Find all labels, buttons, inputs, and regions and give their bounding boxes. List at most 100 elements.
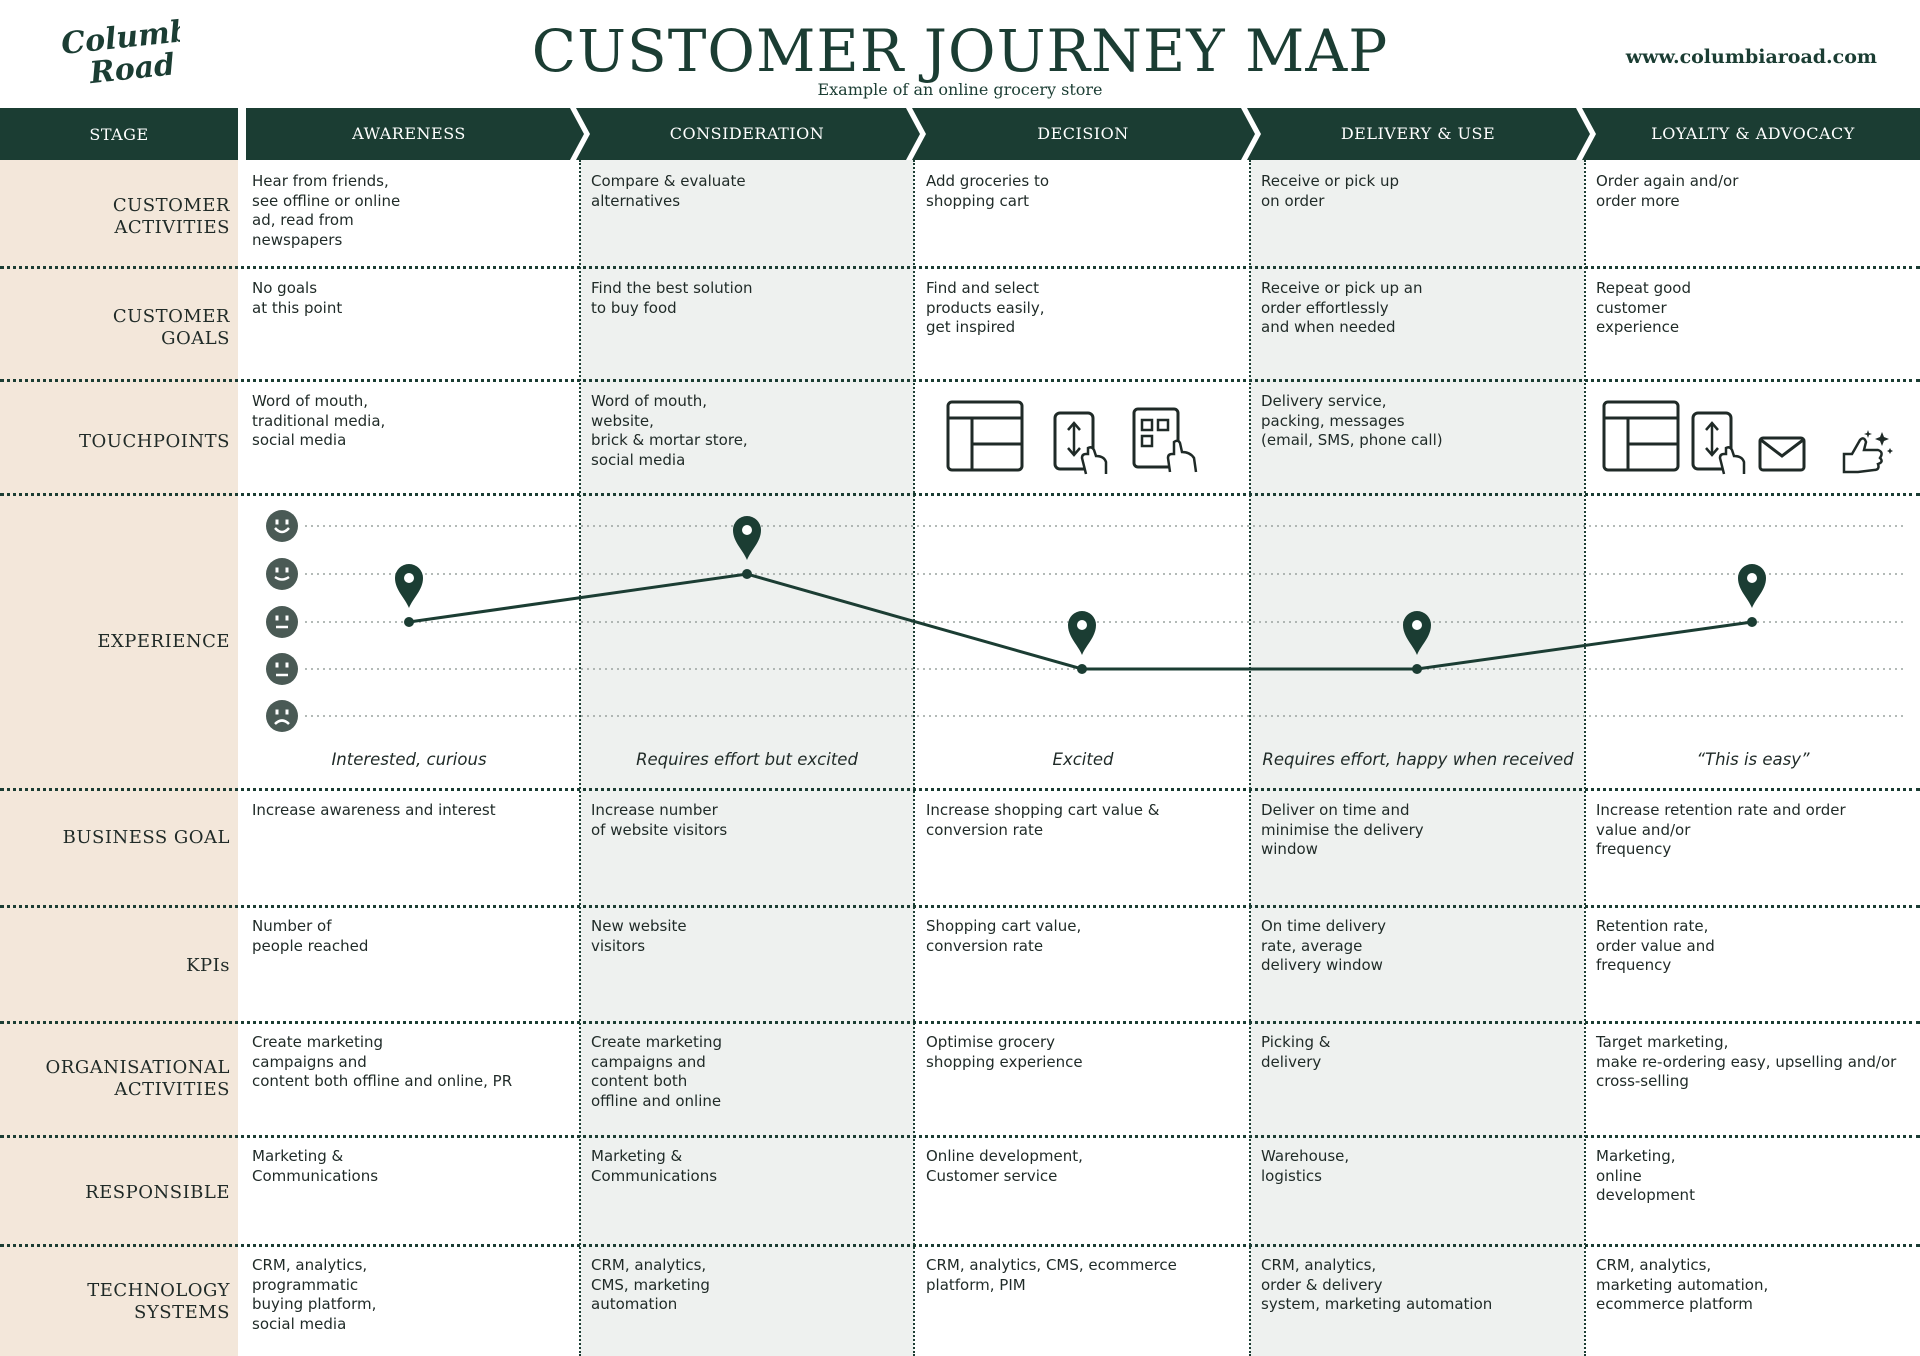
row-label-organisational-activities: ORGANISATIONAL ACTIVITIES bbox=[45, 1057, 230, 1100]
stage-consideration: CONSIDERATION bbox=[669, 124, 825, 143]
row-label-customer-goals: CUSTOMER GOALS bbox=[112, 306, 230, 349]
experience-point bbox=[404, 617, 414, 627]
cell-goals-delivery: Receive or pick up an order effortlessly… bbox=[1261, 279, 1423, 336]
column-divider bbox=[913, 160, 915, 1356]
cell-goals-loyalty: Repeat good customer experience bbox=[1596, 279, 1691, 336]
cell-org-delivery: Picking & delivery bbox=[1261, 1033, 1331, 1071]
cell-touchpoints-consideration: Word of mouth, website, brick & mortar s… bbox=[591, 392, 748, 469]
column-divider bbox=[1249, 160, 1251, 1356]
cell-kpis-delivery: On time delivery rate, average delivery … bbox=[1261, 917, 1386, 974]
row-label-kpis: KPIs bbox=[186, 955, 230, 976]
location-pin-hole bbox=[1077, 620, 1087, 630]
location-pin-icon bbox=[395, 564, 423, 608]
row-divider bbox=[0, 788, 1920, 791]
cell-kpis-consideration: New website visitors bbox=[591, 917, 687, 955]
row-label-customer-activities: CUSTOMER ACTIVITIES bbox=[112, 195, 230, 238]
face-slightly-unhappy-icon bbox=[266, 653, 298, 685]
cell-technology-delivery: CRM, analytics, order & delivery system,… bbox=[1261, 1256, 1493, 1313]
mobile-swipe-icon bbox=[1691, 411, 1746, 475]
experience-point bbox=[1077, 664, 1087, 674]
location-pin-icon bbox=[733, 516, 761, 560]
face-happy-icon bbox=[266, 558, 298, 590]
delivery-column-shade bbox=[1250, 160, 1584, 1356]
experience-points bbox=[395, 516, 1766, 674]
stage-arrow-bar bbox=[246, 108, 1920, 160]
cell-responsible-awareness: Marketing & Communications bbox=[252, 1147, 379, 1185]
row-label-experience: EXPERIENCE bbox=[97, 631, 230, 652]
experience-caption-awareness: Interested, curious bbox=[331, 750, 487, 769]
cell-technology-awareness: CRM, analytics, programmatic buying plat… bbox=[252, 1256, 377, 1333]
cell-goals-awareness: No goals at this point bbox=[252, 279, 343, 317]
website-layout-icon bbox=[946, 400, 1024, 472]
experience-point bbox=[1412, 664, 1422, 674]
cell-org-decision: Optimise grocery shopping experience bbox=[926, 1033, 1083, 1071]
cell-activities-consideration: Compare & evaluate alternatives bbox=[591, 172, 746, 210]
cell-activities-awareness: Hear from friends, see offline or online… bbox=[252, 172, 401, 249]
cell-kpis-decision: Shopping cart value, conversion rate bbox=[926, 917, 1082, 955]
mobile-swipe-icon bbox=[1053, 411, 1108, 475]
column-divider bbox=[1584, 160, 1586, 1356]
cell-technology-loyalty: CRM, analytics, marketing automation, ec… bbox=[1596, 1256, 1769, 1313]
cell-activities-delivery: Receive or pick up on order bbox=[1261, 172, 1400, 210]
cell-business-goal-loyalty: Increase retention rate and order value … bbox=[1596, 801, 1846, 858]
experience-faces bbox=[266, 510, 298, 732]
cell-business-goal-awareness: Increase awareness and interest bbox=[252, 801, 496, 819]
row-label-technology-systems: TECHNOLOGY SYSTEMS bbox=[87, 1280, 230, 1323]
experience-caption-consideration: Requires effort but excited bbox=[636, 750, 858, 769]
stage-header-label: STAGE bbox=[89, 124, 149, 144]
cell-business-goal-consideration: Increase number of website visitors bbox=[591, 801, 728, 839]
location-pin-hole bbox=[742, 525, 752, 535]
cell-business-goal-delivery: Deliver on time and minimise the deliver… bbox=[1261, 801, 1424, 858]
row-label-touchpoints: TOUCHPOINTS bbox=[79, 431, 230, 452]
location-pin-hole bbox=[1412, 620, 1422, 630]
cell-org-awareness: Create marketing campaigns and content b… bbox=[252, 1033, 513, 1090]
row-divider bbox=[0, 905, 1920, 908]
consideration-column-shade bbox=[580, 160, 914, 1356]
stage-awareness: AWARENESS bbox=[352, 124, 466, 143]
face-very-happy-icon bbox=[266, 510, 298, 542]
location-pin-icon bbox=[1068, 611, 1096, 655]
page-title: CUSTOMER JOURNEY MAP bbox=[531, 17, 1389, 85]
column-divider bbox=[579, 160, 581, 1356]
location-pin-hole bbox=[1747, 573, 1757, 583]
row-divider bbox=[0, 1244, 1920, 1247]
row-label-business-goal: BUSINESS GOAL bbox=[62, 827, 230, 848]
website-layout-icon bbox=[1602, 400, 1680, 472]
stage-loyalty-advocacy: LOYALTY & ADVOCACY bbox=[1651, 124, 1855, 143]
stage-decision: DECISION bbox=[1037, 124, 1129, 143]
row-divider bbox=[0, 379, 1920, 382]
cell-touchpoints-delivery: Delivery service, packing, messages (ema… bbox=[1261, 392, 1443, 449]
row-divider bbox=[0, 1135, 1920, 1138]
experience-caption-decision: Excited bbox=[1052, 750, 1114, 769]
row-divider bbox=[0, 266, 1920, 269]
cell-responsible-loyalty: Marketing, online development bbox=[1596, 1147, 1695, 1204]
cell-org-loyalty: Target marketing, make re-ordering easy,… bbox=[1596, 1033, 1897, 1090]
stage-header: STAGE bbox=[0, 108, 238, 160]
experience-caption-loyalty: “This is easy” bbox=[1696, 750, 1810, 769]
cell-touchpoints-awareness: Word of mouth, traditional media, social… bbox=[252, 392, 386, 449]
location-pin-hole bbox=[404, 573, 414, 583]
cell-responsible-consideration: Marketing & Communications bbox=[591, 1147, 718, 1185]
face-unhappy-icon bbox=[266, 700, 298, 732]
row-label-responsible: RESPONSIBLE bbox=[85, 1182, 230, 1203]
row-label-column bbox=[0, 160, 238, 1356]
website-link[interactable]: www.columbiaroad.com bbox=[1625, 46, 1877, 68]
cell-technology-consideration: CRM, analytics, CMS, marketing automatio… bbox=[591, 1256, 710, 1313]
experience-point bbox=[1747, 617, 1757, 627]
cell-activities-decision: Add groceries to shopping cart bbox=[926, 172, 1050, 210]
cell-goals-consideration: Find the best solution to buy food bbox=[591, 279, 753, 317]
page-subtitle: Example of an online grocery store bbox=[817, 80, 1103, 99]
face-neutral-icon bbox=[266, 606, 298, 638]
experience-point bbox=[742, 569, 752, 579]
experience-caption-delivery: Requires effort, happy when received bbox=[1262, 750, 1574, 769]
cell-responsible-delivery: Warehouse, logistics bbox=[1261, 1147, 1350, 1185]
thumbs-up-icon bbox=[1842, 430, 1893, 474]
location-pin-icon bbox=[1738, 564, 1766, 608]
cell-technology-decision: CRM, analytics, CMS, ecommerce platform,… bbox=[926, 1256, 1177, 1294]
cell-kpis-awareness: Number of people reached bbox=[252, 917, 369, 955]
cell-responsible-decision: Online development, Customer service bbox=[926, 1147, 1083, 1185]
cell-org-consideration: Create marketing campaigns and content b… bbox=[591, 1033, 723, 1110]
email-icon bbox=[1758, 436, 1806, 472]
row-divider bbox=[0, 1021, 1920, 1024]
experience-chart bbox=[266, 510, 1905, 732]
